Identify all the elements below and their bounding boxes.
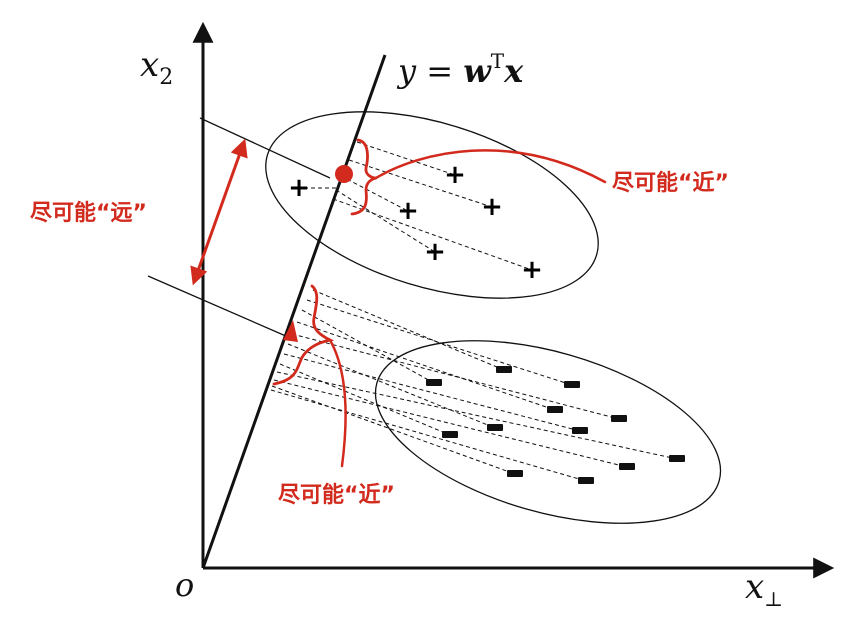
x1-axis-label-main: x [745, 567, 764, 607]
x2-axis-label: x2 [140, 45, 173, 90]
origin-label: o [175, 566, 194, 604]
eq-w: w [463, 52, 492, 90]
eq-y: y [396, 52, 417, 90]
negative-center-marker [283, 320, 298, 342]
x2-axis-label-sub: 2 [159, 65, 173, 90]
minus-sample [619, 463, 635, 470]
minus-sample [487, 424, 503, 431]
minus-sample [611, 415, 627, 422]
near-label-top: 尽可能“近” [612, 170, 729, 196]
x2-axis-label-main: x [140, 45, 159, 85]
positive-center-dot [335, 165, 353, 183]
minus-sample [507, 470, 523, 477]
plus-sample: + [481, 192, 503, 222]
positive-class-ellipse [265, 111, 599, 299]
projection-line [201, 54, 387, 569]
minus-sample [426, 379, 442, 386]
bottom-near-leader [328, 338, 347, 468]
far-label: 尽可能“远” [30, 200, 147, 226]
plus-sample: + [444, 160, 466, 190]
plus-sample: + [424, 237, 446, 267]
minus-sample [564, 381, 580, 388]
far-double-arrow [190, 138, 248, 286]
x1-axis-label: x⊥ [745, 567, 783, 611]
annotations: 尽可能“远” 尽可能“近” 尽可能“近” [30, 138, 729, 508]
top-near-leader [374, 149, 607, 184]
eq-equals: = [416, 52, 463, 90]
minus-sample [572, 427, 588, 434]
top-near-brace [350, 138, 377, 216]
x1-axis-label-sub: ⊥ [764, 587, 783, 611]
minus-sample [547, 406, 563, 413]
minus-sample [669, 455, 685, 462]
minus-sample [496, 366, 512, 373]
negative-samples [426, 366, 685, 484]
plus-sample: + [288, 173, 310, 203]
projection-line-equation: y = wTx [396, 49, 524, 90]
plus-sample: + [521, 255, 543, 285]
eq-x: x [503, 52, 524, 90]
negative-class-ellipse [374, 340, 722, 524]
boundary-line-bottom [147, 275, 296, 341]
minus-sample [442, 431, 458, 438]
minus-sample [578, 477, 594, 484]
eq-transpose: T [491, 49, 505, 73]
negative-projection-lines [270, 289, 678, 482]
boundary-line-top [199, 117, 331, 179]
positive-projection-lines [299, 141, 533, 271]
positive-samples: + + + + + + [288, 160, 543, 285]
near-label-bottom: 尽可能“近” [278, 482, 395, 508]
plus-sample: + [397, 196, 419, 226]
